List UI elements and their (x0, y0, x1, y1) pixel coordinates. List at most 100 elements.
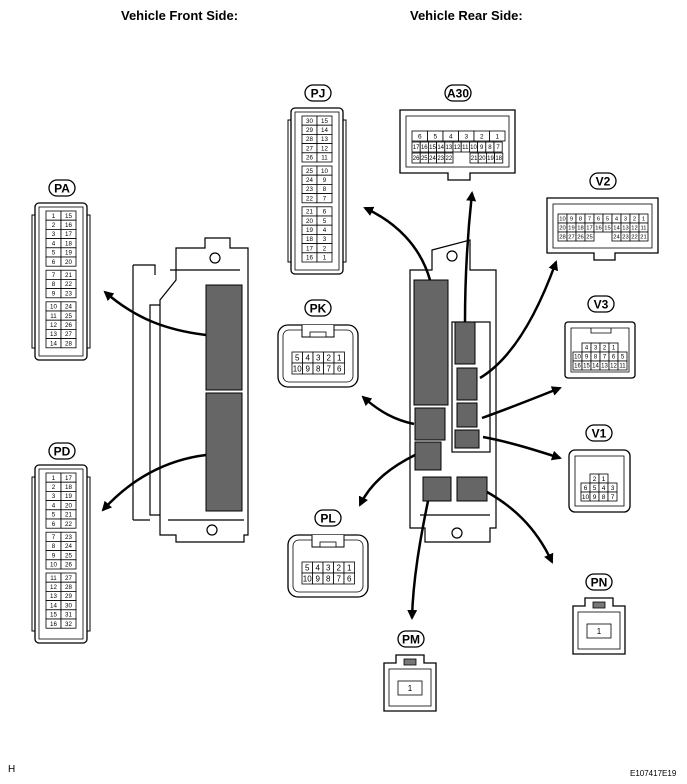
pin-number: 17 (413, 145, 420, 151)
arrow-to-v3 (481, 386, 562, 420)
pin-number: 6 (418, 133, 422, 140)
pin-number: 3 (594, 346, 598, 352)
pin-number: 29 (306, 127, 313, 134)
pin-number: 7 (323, 195, 327, 202)
pin-number: 19 (306, 227, 313, 234)
arrow-to-pj (363, 206, 432, 281)
connector-label-a30: A30 (444, 84, 472, 102)
pin-number: 17 (65, 231, 72, 238)
pin-number: 2 (593, 476, 597, 483)
pin-number: 25 (586, 235, 592, 241)
pin-number: 26 (65, 322, 72, 329)
pin-number: 26 (306, 155, 313, 162)
pin-number: 2 (603, 346, 607, 352)
pin-number: 28 (65, 584, 72, 591)
pin-number: 20 (479, 156, 486, 162)
pin-number: 11 (321, 155, 328, 162)
pin-number: 1 (612, 346, 616, 352)
svg-text:V3: V3 (594, 298, 609, 312)
pin-number: 28 (65, 340, 72, 347)
pin-number: 18 (306, 236, 313, 243)
pin-number: 27 (65, 575, 72, 582)
front-side-heading: Vehicle Front Side: (121, 8, 239, 23)
pin-number: 3 (316, 353, 321, 362)
pin-number: 16 (421, 145, 428, 151)
front-connector-slot-upper (205, 284, 243, 391)
rear-slot-pl (414, 441, 442, 471)
rear-slot-pn (456, 476, 488, 502)
pin-number: 20 (65, 259, 72, 266)
pin-number: 12 (610, 364, 617, 370)
pin-number: 15 (604, 226, 610, 232)
pin-number: 13 (321, 136, 328, 143)
pin-number: 4 (52, 240, 56, 247)
pin-number: 6 (52, 259, 56, 266)
connector-label-pn: PN (585, 573, 613, 591)
pin-number: 1 (337, 353, 342, 362)
arrow-to-a30 (463, 191, 477, 323)
pin-number: 22 (65, 521, 72, 528)
arrow-to-pk (361, 395, 415, 426)
pin-number: 8 (602, 494, 606, 501)
connector-label-v3: V3 (587, 295, 615, 313)
pin-number: 16 (595, 226, 601, 232)
pin-number: 22 (446, 156, 453, 162)
pin-number: 16 (65, 222, 72, 229)
arrow-to-v1 (482, 435, 562, 461)
pin-number: 12 (50, 584, 57, 591)
pin-number: 11 (640, 226, 646, 232)
pin-number: 21 (65, 272, 72, 279)
pin-number: 13 (50, 331, 57, 338)
pin-number: 23 (306, 186, 313, 193)
connector-label-pm: PM (397, 630, 425, 648)
pin-number: 22 (306, 195, 313, 202)
pin-number: 9 (52, 290, 56, 297)
pin-number: 1 (347, 563, 352, 572)
pin-number: 13 (601, 364, 608, 370)
pin-number: 15 (65, 213, 72, 220)
arrow-to-pd (101, 453, 207, 512)
pin-number: 18 (577, 226, 583, 232)
pin-number: 11 (50, 575, 57, 582)
pin-number: 8 (52, 281, 56, 288)
pin-number: 2 (633, 217, 636, 223)
pin-number: 26 (577, 235, 583, 241)
pin-number: 4 (52, 502, 56, 509)
svg-text:A30: A30 (447, 87, 469, 101)
pin-number: 9 (316, 574, 321, 583)
pin-number: 24 (306, 177, 313, 184)
pin-number: 25 (306, 168, 313, 175)
svg-text:V2: V2 (596, 175, 611, 189)
pin-number: 8 (326, 574, 331, 583)
pin-number: 5 (52, 250, 56, 257)
pin-number: 31 (65, 612, 72, 619)
pin-number: 11 (462, 145, 469, 151)
pin-number: 11 (619, 364, 626, 370)
pin-number: 24 (65, 543, 72, 550)
pin-number: 5 (295, 353, 300, 362)
pin-number: 22 (65, 281, 72, 288)
pin-number: 25 (65, 552, 72, 559)
arrow-to-pn (486, 490, 554, 564)
rear-slot-v3a (456, 367, 478, 401)
pin-number: 17 (65, 475, 72, 482)
arrow-to-pl (358, 453, 416, 507)
svg-text:PM: PM (402, 633, 420, 647)
pin-number: 25 (65, 313, 72, 320)
rear-side-heading: Vehicle Rear Side: (410, 8, 523, 23)
pin-number: 5 (323, 218, 327, 225)
arrow-to-v2 (479, 260, 558, 380)
pin-number: 14 (592, 364, 599, 370)
pin-number: 27 (306, 145, 313, 152)
pin-number: 18 (495, 156, 502, 162)
rear-slot-pm (422, 476, 452, 502)
connector-pm: 1 (383, 654, 437, 712)
pin-number: 4 (323, 227, 327, 234)
page-mark: H (8, 764, 16, 775)
svg-text:PD: PD (54, 445, 71, 459)
pin-number: 4 (449, 133, 453, 140)
